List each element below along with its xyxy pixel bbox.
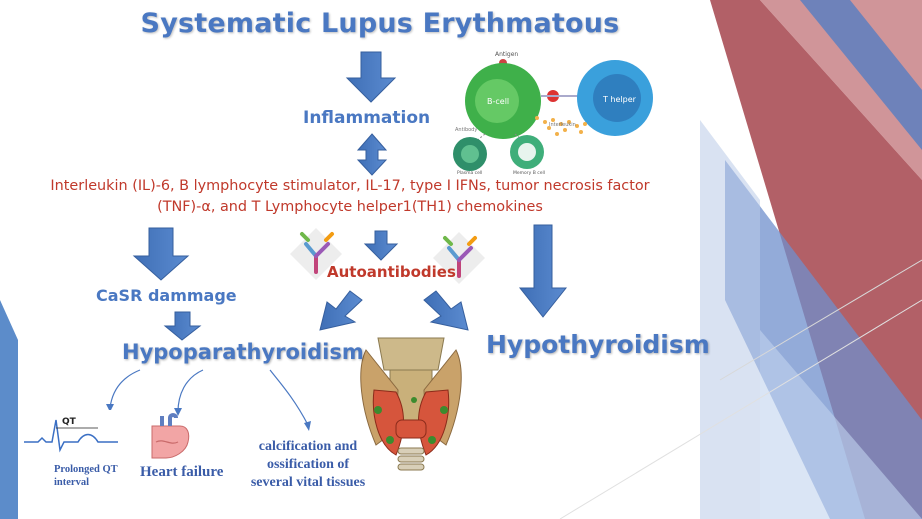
curve-arrow-hf-head [174,408,182,416]
heart-failure-label: Heart failure [140,464,224,480]
memory-cell-nucleus [518,143,536,161]
trachea-rings [397,447,425,471]
interleukin-label: Interleukin [549,122,576,128]
down-arrow-casr [163,311,202,341]
blue-stripe-top [800,0,922,150]
cytokines-text: Interleukin (IL)-6, B lymphocyte stimula… [50,178,650,215]
antibody-icon-right [433,232,485,284]
thin-line-2 [559,299,922,519]
larynx-cartilage [377,337,445,371]
curve-arrow-hf [177,369,204,413]
plasma-cell-nucleus [461,145,479,163]
t-helper-label: T helper [602,95,637,104]
thin-line [719,259,922,381]
b-cell-nucleus [475,79,519,123]
diag-arrow-left [319,290,363,331]
parathyroid-glands [374,397,448,444]
thyroid-tissue-left [372,389,404,456]
antibody-label: Antibody [455,127,477,133]
b-cell-label: B-cell [487,97,509,106]
antigen-label: Antigen [495,51,518,58]
calcification-label: calcification and ossification of severa… [250,439,366,490]
blue-stripe-mid [725,160,922,519]
ecg-icon [22,410,120,458]
antibody-icon-left [290,228,342,280]
hypoparathyroidism-label: Hypoparathyroidism [122,340,364,364]
b-cell-diagram: Antigen B-cell T helper Interleukin Anti… [453,51,653,176]
left-edge-stripe [0,300,18,519]
down-arrow-hypothyroid [518,224,568,318]
plasma-cell-label: Plasma cell [457,170,482,176]
double-arrow [356,133,388,176]
page-title: Systematic Lupus Erythmatous [140,8,620,39]
diag-arrow-right [423,290,469,331]
down-arrow-title [345,51,397,103]
down-arrow-autoab [363,230,399,261]
curve-arrow-calc [269,369,309,426]
t-helper-nucleus [593,74,641,122]
qt-label: Prolonged QT interval [54,464,118,488]
light-blue-stripe-bottom [760,330,922,519]
inflammation-label: Inflammation [303,108,431,128]
casr-label: CaSR dammage [96,286,237,305]
down-arrow-left [132,227,190,281]
light-blue-stripe [700,120,760,519]
hypothyroidism-label: Hypothyroidism [486,330,710,359]
curve-arrow-qt-head [106,404,114,412]
thyroid-isthmus [395,419,427,439]
interleukin-dots [535,116,587,136]
autoantibodies-label: Autoantibodies [327,263,456,281]
ecg-qt-tag: QT [62,417,76,427]
curve-arrow-calc-head [304,421,311,431]
heart-icon [151,413,190,459]
memory-cell-label: Memory B cell [513,170,545,176]
curve-arrow-qt [109,369,141,409]
thyroid-illustration [360,337,462,471]
thyroid-tissue-right [418,389,450,456]
